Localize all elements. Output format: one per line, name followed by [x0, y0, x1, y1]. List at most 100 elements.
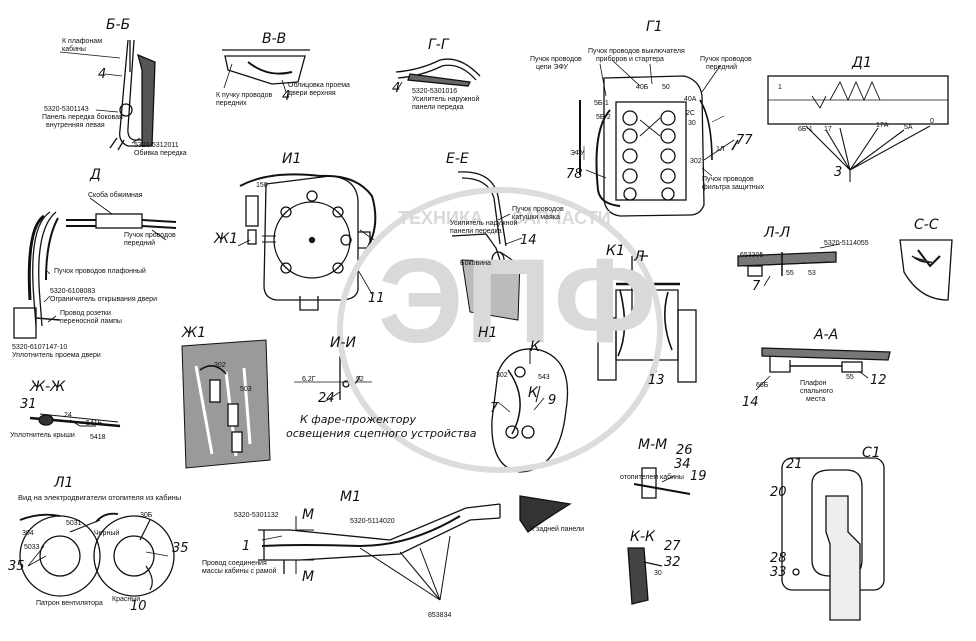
- callout-number: 24: [318, 391, 335, 406]
- note: 5320-5114055: [824, 240, 869, 247]
- callout-number: 21: [786, 457, 803, 472]
- note: Скоба обжимная: [88, 192, 143, 199]
- note: 5320-5114020: [350, 518, 395, 525]
- title-ll: Л-Л: [764, 225, 791, 241]
- callout-number: 34: [674, 457, 691, 472]
- title-mm: М-М: [638, 437, 668, 453]
- wire-tag: 302: [214, 362, 226, 369]
- wire-tag: ЭФУ: [570, 150, 585, 157]
- view-zhzh: [29, 413, 121, 428]
- note: Красный: [112, 596, 141, 603]
- note: К фаре-прожектору: [300, 413, 417, 426]
- arrow-k-1: К: [530, 339, 540, 355]
- callout-number: 33: [770, 565, 787, 580]
- wire-tag: 304: [22, 530, 34, 537]
- note: панели передка: [412, 104, 464, 111]
- wire-tag: 40Б: [636, 84, 649, 91]
- callout-number: 10: [130, 599, 147, 614]
- note: цепи ЭФУ: [536, 64, 568, 71]
- title-aa: А-А: [814, 327, 839, 343]
- note: приборов и стартера: [596, 56, 664, 63]
- note: Вид на электродвигатели отопителя из каб…: [18, 493, 182, 502]
- note: отопителем кабины: [620, 474, 684, 481]
- view-l1: [19, 512, 175, 597]
- callout-number: 7: [752, 279, 761, 294]
- note: двери верхняя: [288, 90, 336, 97]
- view-vv: [222, 49, 310, 93]
- title-ii: И-И: [330, 335, 356, 351]
- callout-number: 13: [648, 373, 665, 388]
- note: 5320-6107147-10: [12, 344, 68, 351]
- watermark-logo-text: ЭПФ: [378, 234, 659, 368]
- wire-tag: 55: [846, 374, 854, 381]
- note: 5320-5301132: [234, 512, 279, 519]
- note: Боковина: [460, 260, 491, 267]
- callout-number: 19: [690, 469, 707, 484]
- note: Пучок проводов: [702, 176, 754, 183]
- note: Провод розетки: [60, 310, 111, 317]
- view-gg: [395, 58, 481, 93]
- title-n1: Н1: [478, 325, 498, 341]
- wire-tag: 302: [496, 372, 508, 379]
- note: освещения сцепного устройства: [286, 427, 477, 440]
- callout-number: 26: [676, 443, 693, 458]
- note: 5320-5312011: [134, 142, 179, 149]
- title-kk: К-К: [630, 529, 655, 545]
- note: К пучку проводов: [216, 92, 273, 99]
- wire-tag: 30Б: [140, 512, 153, 519]
- wire-tag: 0: [930, 118, 934, 125]
- title-g1: Г1: [646, 19, 663, 35]
- callout-number: 14: [742, 395, 759, 410]
- wire-tag: 30: [654, 570, 662, 577]
- callout-number: 35: [8, 559, 25, 574]
- callout-number: 4: [98, 67, 107, 82]
- callout-number: 28: [770, 551, 787, 566]
- note: Пучок проводов: [124, 232, 176, 239]
- note: Провод соединения: [202, 560, 267, 567]
- note: катушки маяка: [512, 214, 560, 221]
- callout-number: 27: [664, 539, 681, 554]
- title-ee: Е-Е: [446, 151, 469, 167]
- note: Плафон: [800, 380, 827, 387]
- callout-number: 12: [870, 373, 887, 388]
- note: 5320-5301016: [412, 88, 458, 95]
- note: Усилитель наружной: [412, 96, 480, 103]
- wire-tag: 1: [778, 84, 782, 91]
- view-ee: [451, 171, 541, 321]
- title-i1: И1: [282, 151, 302, 167]
- arrow-m-1: М: [302, 507, 315, 523]
- note: Патрон вентилятора: [36, 600, 103, 607]
- wire-tag: 52: [356, 376, 364, 383]
- wire-tag: 17А: [876, 122, 889, 129]
- arrow-m-2: М: [302, 569, 315, 585]
- wire-tag: 5033: [24, 544, 40, 551]
- note: Обивка передка: [134, 150, 187, 157]
- note: 5320-6108083: [50, 288, 96, 295]
- note: внутренняя левая: [46, 122, 105, 129]
- wire-tag: 40А: [684, 96, 697, 103]
- wire-tag: 55: [786, 270, 794, 277]
- callout-number: 4: [392, 81, 401, 96]
- view-ll: [737, 243, 841, 287]
- note: массы кабины с рамой: [202, 568, 277, 575]
- callout-number: 11: [368, 291, 385, 306]
- title-c1: С1: [862, 445, 881, 461]
- view-g1: [579, 59, 739, 217]
- title-zhzh: Ж-Ж: [30, 379, 66, 395]
- arrow-l: Л: [634, 249, 645, 265]
- wire-tag: 503: [240, 386, 252, 393]
- note: К задней панели: [530, 526, 585, 533]
- callout-number: 78: [566, 167, 583, 182]
- view-d: [13, 197, 177, 339]
- title-k1: К1: [606, 243, 625, 259]
- note: Облицовка проема: [288, 82, 350, 89]
- wire-tag: 6Б-1: [798, 126, 813, 133]
- note: панели передка: [450, 228, 502, 235]
- wire-tag: 150: [256, 182, 268, 189]
- note: места: [806, 396, 826, 403]
- title-gg: Г-Г: [428, 37, 449, 53]
- note: передних: [216, 100, 247, 107]
- note: Ограничитель открывания двери: [50, 296, 157, 303]
- callout-number: 31: [20, 397, 37, 412]
- title-ss: С-С: [914, 217, 939, 233]
